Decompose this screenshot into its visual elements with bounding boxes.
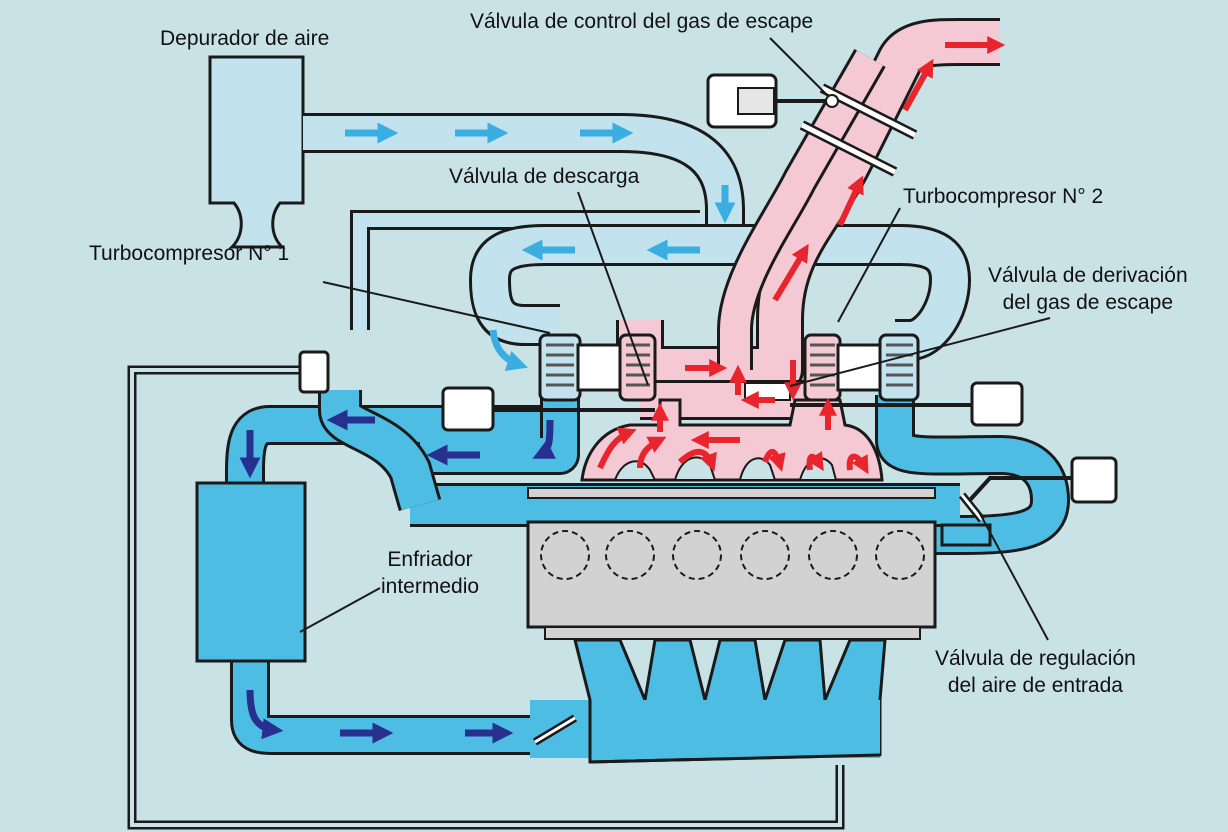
throttle-valve-icon xyxy=(532,714,578,746)
cylinder-icon xyxy=(740,530,790,580)
turbocharger-2 xyxy=(803,333,920,402)
cylinder-icon xyxy=(875,530,925,580)
turbo-2-label: Turbocompresor N° 2 xyxy=(903,185,1104,208)
exhaust-bypass-valve-label-line1: Válvula de derivación xyxy=(988,264,1188,287)
exhaust-flow-arrows xyxy=(597,36,1006,475)
intake-regulation-valve-label-line1: Válvula de regulación xyxy=(935,647,1136,670)
cylinder-icon xyxy=(808,530,858,580)
cylinder-icon xyxy=(540,530,590,580)
cylinder-icon xyxy=(605,530,655,580)
turbo-1-label: Turbocompresor N° 1 xyxy=(89,242,290,265)
vacuum-actuator-icon xyxy=(1070,456,1118,504)
vacuum-actuator-icon xyxy=(706,73,778,129)
vacuum-actuator-icon xyxy=(298,350,330,394)
exhaust-bypass-valve-label: Válvula de derivación del gas de escape xyxy=(988,262,1188,316)
air-cleaner-label: Depurador de aire xyxy=(160,27,330,50)
turbocharger-1 xyxy=(538,333,657,402)
exhaust-bypass-valve-label-line2: del gas de escape xyxy=(1002,291,1174,314)
intake-flow-arrows xyxy=(345,122,736,371)
vacuum-line xyxy=(127,365,845,830)
intercooler-label-line1: Enfriador xyxy=(387,548,473,571)
engine-block xyxy=(526,487,937,640)
intercooler-label-line2: intermedio xyxy=(381,575,480,598)
intercooler xyxy=(195,481,307,663)
air-cleaner xyxy=(208,55,305,249)
exhaust-control-valve xyxy=(799,83,918,177)
compressed-flow-arrows xyxy=(239,409,556,744)
vacuum-actuator-icon xyxy=(441,386,495,432)
intake-regulation-valve-label-line2: del aire de entrada xyxy=(947,674,1123,697)
intake-regulation-valve xyxy=(940,492,992,547)
intake-regulation-valve-label: Válvula de regulación del aire de entrad… xyxy=(935,645,1136,699)
leader-lines xyxy=(299,37,1051,641)
exhaust-control-valve-label: Válvula de control del gas de escape xyxy=(470,10,814,33)
intake-regulation-rod xyxy=(968,476,1072,502)
wastegate-valve-label: Válvula de descarga xyxy=(449,165,640,188)
vacuum-actuator-icon xyxy=(970,381,1024,427)
cylinder-icon xyxy=(672,530,722,580)
intercooler-label: Enfriador intermedio xyxy=(381,546,479,600)
intake-plenum xyxy=(530,700,880,758)
